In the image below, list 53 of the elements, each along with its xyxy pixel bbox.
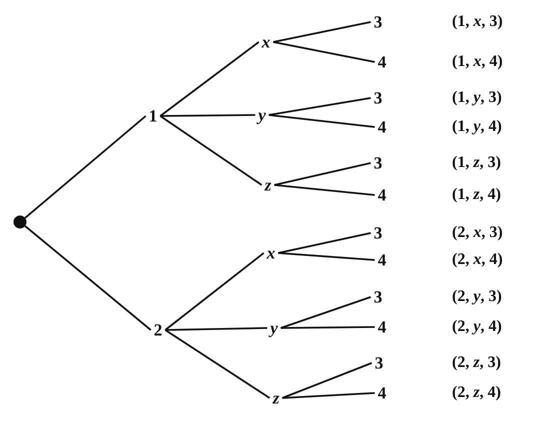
outcome-label: (1, z, 3): [452, 155, 501, 171]
tree-branch: [280, 326, 375, 329]
tree-node-label: 2: [150, 322, 166, 338]
tree-branch: [160, 41, 260, 117]
tree-branch: [274, 162, 371, 186]
outcome-label: (2, x, 3): [452, 225, 503, 241]
tree-node-label: 1: [146, 108, 160, 124]
tree-branch: [268, 114, 375, 128]
tree-branch: [164, 252, 264, 331]
tree-node-label: z: [270, 390, 282, 406]
tree-node-label: x: [258, 34, 274, 50]
tree-branch: [274, 184, 375, 196]
tree-node-label: 3: [372, 354, 386, 372]
tree-node-label: 4: [374, 186, 390, 204]
outcome-label: (1, y, 4): [452, 119, 502, 135]
tree-branch: [280, 296, 372, 329]
outcome-label: (1, x, 4): [452, 54, 503, 70]
tree-node-label: 4: [374, 252, 390, 268]
tree-node-label: 3: [370, 154, 386, 172]
root-dot: [14, 216, 26, 228]
tree-node-label: 4: [374, 118, 390, 136]
outcome-label: (2, z, 3): [452, 355, 501, 371]
tree-branch: [273, 21, 371, 43]
tree-node-label: 3: [370, 224, 386, 242]
tree-node-label: 3: [370, 288, 386, 306]
outcome-label: (2, y, 3): [452, 289, 502, 305]
tree-node-label: y: [255, 106, 269, 124]
tree-branch: [273, 41, 375, 63]
outcome-label: (1, x, 3): [452, 14, 503, 30]
tree-branch: [278, 252, 375, 261]
tree-branch: [160, 115, 262, 186]
tree-node-label: z: [262, 176, 274, 194]
tree-node-label: 3: [370, 14, 386, 30]
outcome-label: (2, x, 4): [452, 252, 503, 268]
tree-branch: [278, 232, 371, 254]
outcome-label: (2, z, 4): [452, 385, 501, 401]
tree-node-label: 4: [374, 54, 390, 70]
tree-node-label: 4: [374, 384, 390, 402]
tree-branch: [160, 114, 256, 117]
tree-branch: [282, 392, 375, 399]
tree-branch: [24, 225, 152, 331]
tree-node-label: 3: [370, 90, 386, 106]
tree-branch: [164, 329, 270, 399]
tree-branch: [24, 115, 146, 219]
outcome-label: (2, y, 4): [452, 319, 502, 335]
tree-branch: [268, 97, 371, 116]
outcome-label: (1, z, 4): [452, 187, 501, 203]
tree-branch: [282, 362, 372, 399]
tree-node-label: y: [267, 320, 281, 336]
tree-node-label: 4: [374, 318, 390, 336]
outcome-label: (1, y, 3): [452, 90, 502, 106]
tree-node-label: x: [264, 244, 278, 262]
tree-branch: [165, 327, 268, 331]
